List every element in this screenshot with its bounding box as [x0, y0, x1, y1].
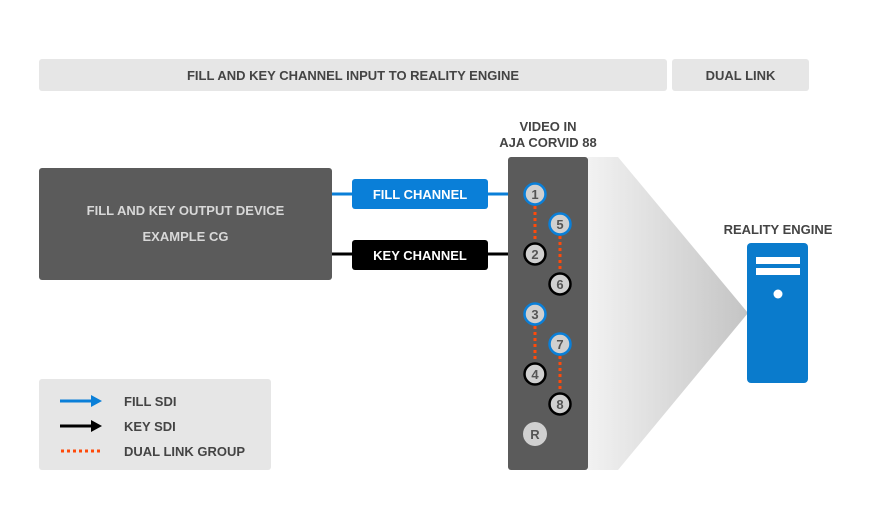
fill-channel-box: FILL CHANNEL — [352, 179, 488, 209]
input-port-label: 2 — [531, 247, 538, 262]
black-arrow-icon — [60, 420, 102, 432]
legend-dual-link-group: DUAL LINK GROUP — [124, 444, 246, 459]
video-in-device: AJA CORVID 88 — [499, 135, 597, 150]
main-title: FILL AND KEY CHANNEL INPUT TO REALITY EN… — [186, 67, 519, 83]
input-port-label: R — [530, 427, 540, 442]
dual-link-lines — [533, 206, 562, 392]
input-port-6: 6 — [548, 272, 572, 296]
input-ports: 1 2 3 4 5 6 7 8R — [523, 182, 572, 446]
input-port-label: 4 — [531, 367, 539, 382]
input-port-label: 5 — [556, 217, 563, 232]
video-in-card — [508, 157, 588, 470]
input-port-label: 7 — [556, 337, 563, 352]
legend-key-sdi: KEY SDI — [124, 419, 176, 434]
input-port-r: R — [523, 422, 547, 446]
input-port-label: 3 — [531, 307, 538, 322]
source-device-box: FILL AND KEY OUTPUT DEVICE EXAMPLE CG — [39, 168, 332, 280]
key-channel-label: KEY CHANNEL — [373, 247, 467, 263]
dual-link-title-bar: DUAL LINK — [672, 59, 809, 91]
fill-channel-label: FILL CHANNEL — [372, 186, 468, 202]
signal-beam — [588, 157, 748, 470]
video-in-title: VIDEO IN — [519, 119, 577, 134]
input-port-4: 4 — [523, 362, 547, 386]
source-device-example: EXAMPLE CG — [142, 229, 229, 244]
dual-link-title: DUAL LINK — [705, 67, 776, 83]
legend: FILL SDI KEY SDI DUAL LINK GROUP — [39, 379, 271, 470]
reality-engine-label: REALITY ENGINE — [723, 222, 833, 237]
input-port-5: 5 — [548, 212, 572, 236]
input-port-7: 7 — [548, 332, 572, 356]
input-port-1: 1 — [523, 182, 547, 206]
video-in-label: VIDEO IN AJA CORVID 88 — [478, 119, 618, 151]
blue-arrow-icon — [60, 395, 102, 407]
input-port-3: 3 — [523, 302, 547, 326]
main-title-bar: FILL AND KEY CHANNEL INPUT TO REALITY EN… — [39, 59, 667, 91]
input-port-label: 8 — [556, 397, 563, 412]
input-port-8: 8 — [548, 392, 572, 416]
server-tower-icon — [747, 243, 808, 383]
legend-fill-sdi: FILL SDI — [124, 394, 177, 409]
key-channel-box: KEY CHANNEL — [352, 240, 488, 270]
input-port-label: 1 — [531, 187, 538, 202]
source-device-name: FILL AND KEY OUTPUT DEVICE — [86, 203, 285, 218]
input-port-label: 6 — [556, 277, 563, 292]
input-port-2: 2 — [523, 242, 547, 266]
